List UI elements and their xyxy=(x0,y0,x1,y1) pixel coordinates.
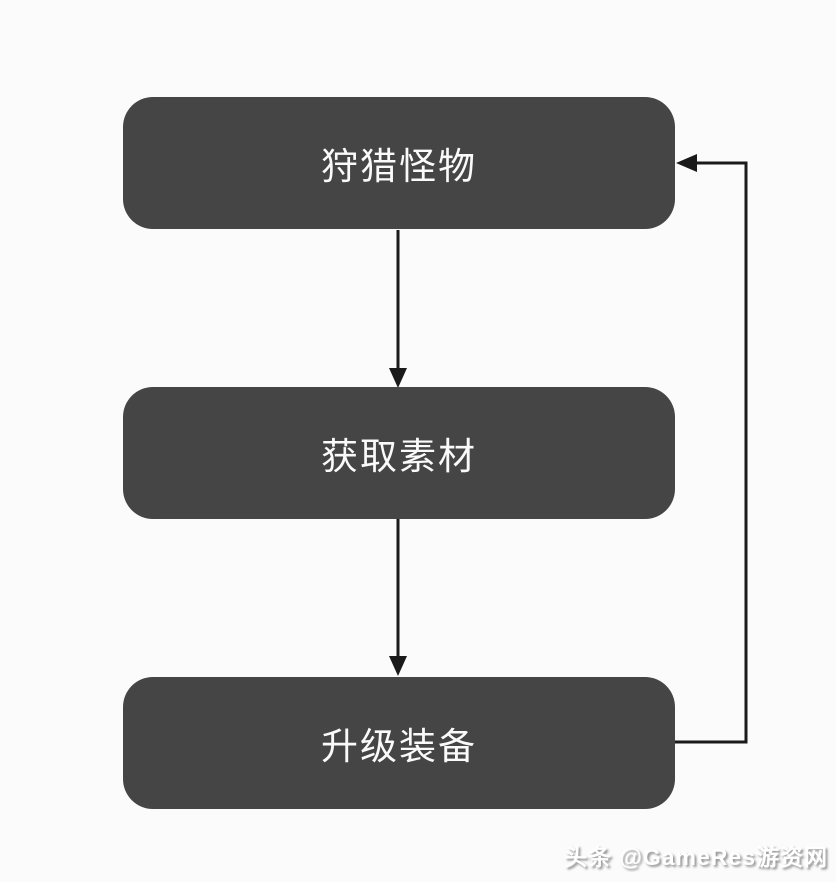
watermark-text: 头条 @GameRes游资网 xyxy=(564,844,828,870)
flow-node-hunt-monsters: 狩猎怪物 xyxy=(123,97,675,229)
arrowhead-left-icon xyxy=(676,154,697,172)
node-label: 升级装备 xyxy=(321,726,477,767)
arrow-material-to-upgrade xyxy=(389,519,407,676)
flow-node-obtain-materials: 获取素材 xyxy=(123,387,675,519)
arrow-hunt-to-material xyxy=(389,230,407,388)
arrowhead-down-icon xyxy=(389,368,407,388)
node-label: 获取素材 xyxy=(321,436,477,477)
arrow-upgrade-to-hunt-loop xyxy=(675,154,748,744)
arrowhead-down-icon xyxy=(389,656,407,676)
flow-node-upgrade-equipment: 升级装备 xyxy=(123,677,675,809)
node-label: 狩猎怪物 xyxy=(321,146,477,187)
